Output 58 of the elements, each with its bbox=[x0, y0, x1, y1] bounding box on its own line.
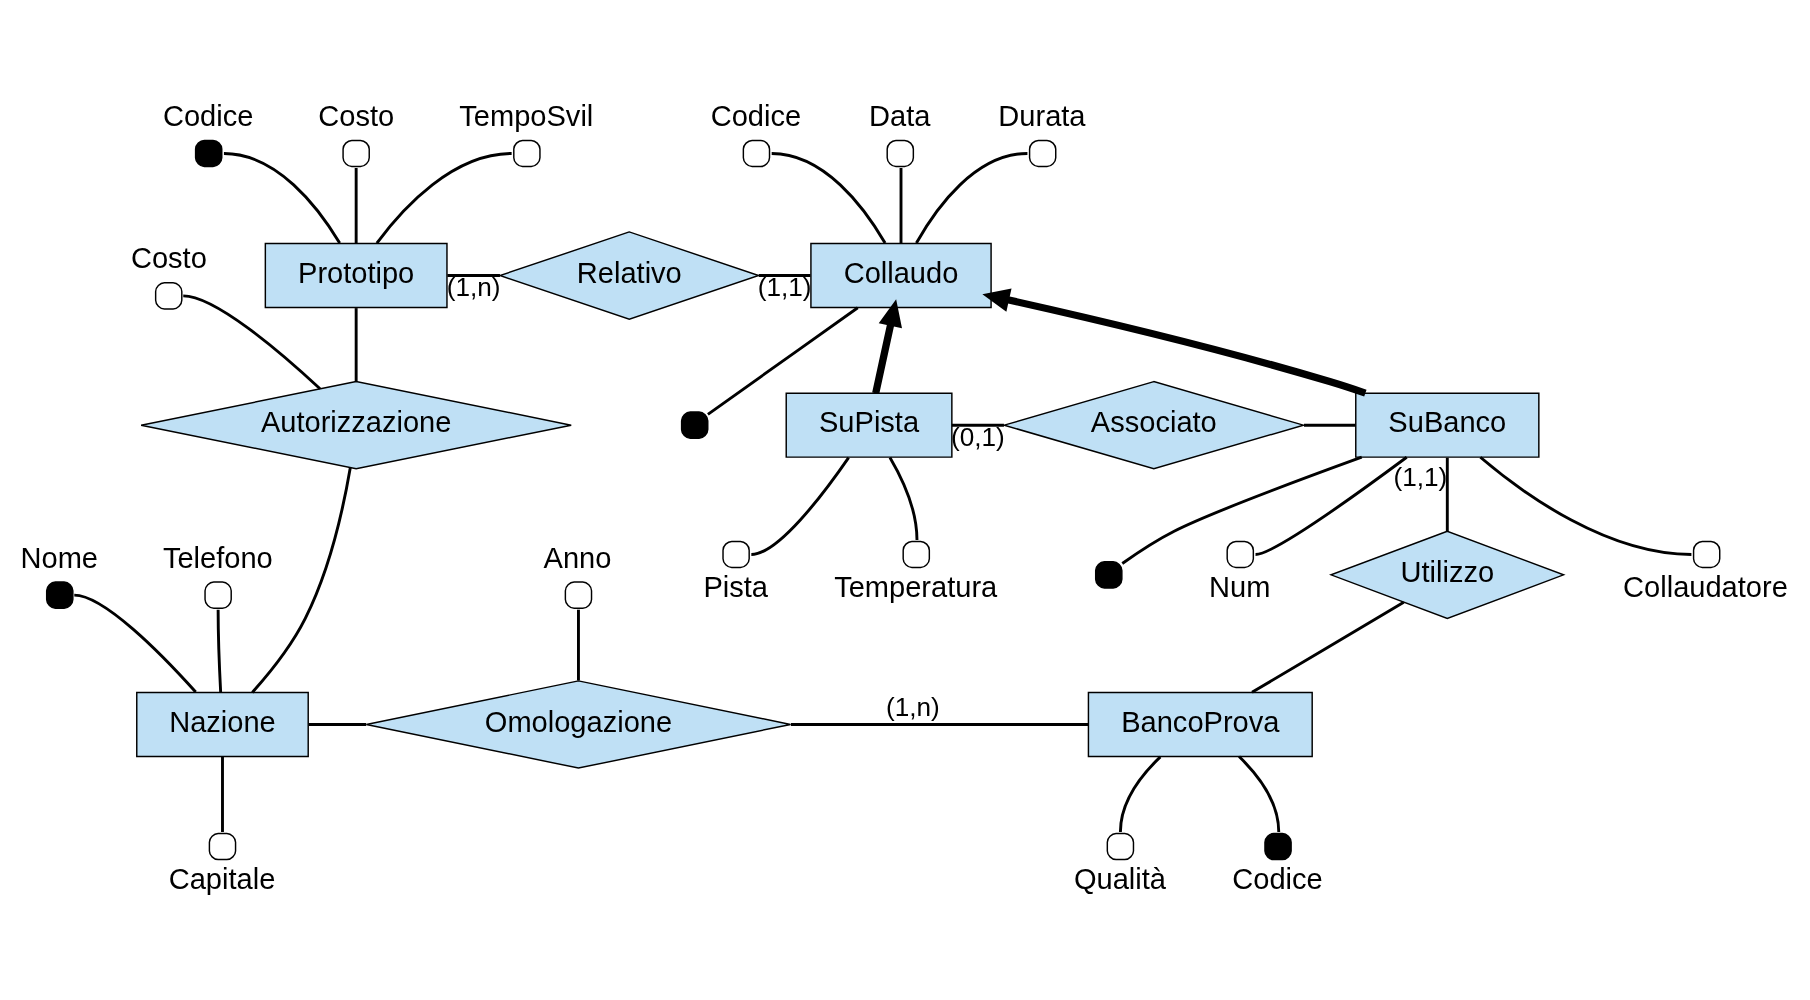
node-label: Capitale bbox=[168, 862, 276, 895]
connector bbox=[354, 168, 358, 244]
node-label: Telefono bbox=[162, 541, 273, 574]
node-label: Costo bbox=[318, 99, 395, 132]
node-box: SuBanco bbox=[1355, 392, 1540, 458]
edge-label: (1,n) bbox=[885, 692, 940, 723]
connector bbox=[354, 308, 358, 382]
connector bbox=[223, 152, 341, 244]
connector bbox=[758, 274, 811, 277]
connector bbox=[1255, 456, 1408, 556]
connector bbox=[216, 609, 223, 693]
node-label: TempoSvil bbox=[459, 99, 594, 132]
connector bbox=[1121, 455, 1363, 565]
connector bbox=[1238, 755, 1281, 833]
connector bbox=[888, 456, 919, 540]
node-box: Collaudo bbox=[810, 242, 992, 309]
edge-label: (1,1) bbox=[1393, 461, 1448, 492]
node-box: SuPista bbox=[785, 392, 953, 458]
connector bbox=[791, 723, 1089, 726]
node-label: Nome bbox=[20, 541, 99, 574]
node-label: Data bbox=[869, 99, 931, 132]
node-box: Nazione bbox=[136, 691, 309, 758]
connector bbox=[183, 294, 321, 390]
connector bbox=[308, 723, 367, 726]
connector bbox=[1118, 755, 1162, 833]
node-label: Costo bbox=[130, 242, 207, 275]
node-label: Qualità bbox=[1073, 862, 1166, 895]
node-diamond: Utilizzo bbox=[1329, 530, 1566, 620]
node-label: Codice bbox=[162, 99, 254, 132]
connector bbox=[74, 593, 197, 694]
arrow bbox=[982, 288, 1367, 397]
connector bbox=[221, 756, 224, 832]
connector bbox=[577, 609, 580, 681]
connector bbox=[1445, 457, 1449, 532]
node-label: Collaudatore bbox=[1623, 570, 1788, 603]
node-label: Num bbox=[1209, 570, 1271, 603]
connector bbox=[915, 152, 1028, 244]
connector bbox=[1251, 600, 1405, 694]
node-label: Durata bbox=[998, 99, 1086, 132]
node-label: Anno bbox=[543, 541, 612, 574]
arrow bbox=[872, 299, 902, 394]
connector bbox=[251, 467, 352, 694]
node-diamond: Omologazione bbox=[365, 680, 792, 769]
node-label: Codice bbox=[710, 99, 802, 132]
node-box: Prototipo bbox=[264, 242, 448, 309]
connector bbox=[1304, 423, 1356, 427]
connector bbox=[899, 168, 903, 244]
connector bbox=[447, 274, 500, 277]
node-label: Temperatura bbox=[834, 570, 998, 603]
connector bbox=[771, 152, 887, 244]
node-box: BancoProva bbox=[1087, 691, 1313, 758]
connector bbox=[1479, 456, 1692, 556]
node-label: Pista bbox=[703, 570, 768, 603]
connector bbox=[707, 306, 859, 416]
connector bbox=[375, 152, 512, 244]
node-diamond: Autorizzazione bbox=[140, 380, 572, 470]
connector bbox=[751, 456, 850, 556]
node-label: Codice bbox=[1232, 862, 1323, 895]
